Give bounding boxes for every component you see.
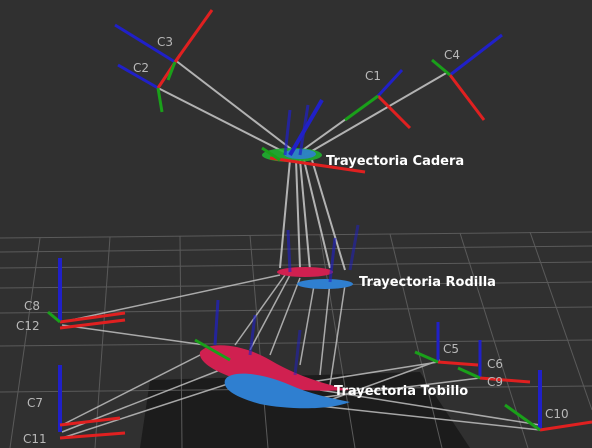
frame-c10[interactable] [504, 370, 592, 432]
frame-label-c5: C5 [443, 342, 459, 356]
knee-trajectory [277, 224, 360, 289]
frame-label-c7: C7 [27, 396, 43, 410]
hip-links [157, 59, 449, 271]
frame-c5[interactable] [414, 322, 479, 367]
frame-label-c3: C3 [157, 35, 173, 49]
hip-trajectory-label: Trayectoria Cadera [326, 154, 464, 169]
frame-c1[interactable] [344, 68, 412, 130]
knee-links [61, 274, 541, 439]
frame-label-c8: C8 [24, 299, 40, 313]
frame-label-c4: C4 [444, 48, 460, 62]
frame-c7-c11[interactable] [58, 365, 126, 440]
frame-label-c10: C10 [545, 407, 569, 421]
frame-c3[interactable] [114, 9, 214, 81]
frame-c6-c9[interactable] [457, 340, 531, 384]
ankle-trajectory [194, 299, 350, 409]
frame-label-c12: C12 [16, 319, 40, 333]
ankle-trajectory-label: Trayectoria Tobillo [334, 384, 468, 399]
frame-c4[interactable] [431, 33, 503, 121]
frame-label-c9: C9 [487, 375, 503, 389]
frame-label-c2: C2 [133, 61, 149, 75]
frame-label-c11: C11 [23, 432, 47, 446]
frame-c8-c12[interactable] [47, 258, 126, 330]
knee-trajectory-label: Trayectoria Rodilla [359, 275, 496, 290]
frame-label-c1: C1 [365, 69, 381, 83]
floor-shadow [140, 372, 470, 448]
frame-label-c6: C6 [487, 357, 503, 371]
hip-trajectory [261, 98, 366, 174]
